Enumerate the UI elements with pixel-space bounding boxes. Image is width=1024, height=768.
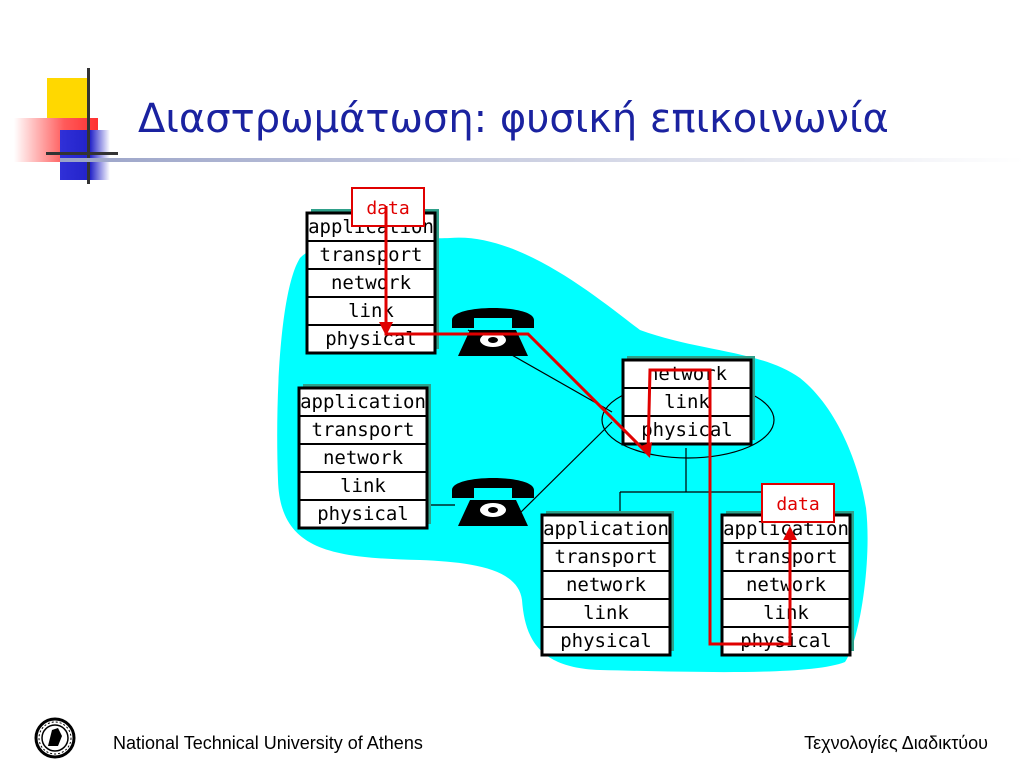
stack-source-host-layer-label: link bbox=[348, 300, 394, 322]
data-label-source-text: data bbox=[366, 198, 409, 219]
stack-left-host-layer-label: application bbox=[300, 391, 426, 413]
stack-source-host-layer-cell bbox=[306, 240, 436, 270]
stack-source-host-layer-label: physical bbox=[325, 328, 417, 350]
stack-router-layer-label: link bbox=[664, 391, 710, 413]
stack-dest-host-layer-label: network bbox=[746, 574, 827, 596]
data-label-source: data bbox=[351, 187, 425, 227]
telephone-icon-bottom bbox=[452, 478, 534, 526]
stack-left-host-outline bbox=[297, 386, 429, 530]
title-underline bbox=[60, 158, 1024, 162]
stack-router-layer-label: network bbox=[647, 363, 728, 385]
stack-router-outline bbox=[621, 358, 753, 446]
stack-dest-host-layer-label: application bbox=[723, 518, 849, 540]
ntua-seal-logo bbox=[34, 716, 76, 760]
stack-left-host-layer-cell bbox=[298, 443, 428, 473]
stack-bottom-host-layer-label: transport bbox=[555, 546, 658, 568]
footer-course-title: Τεχνολογίες Διαδικτύου bbox=[804, 733, 988, 753]
stack-bottom-host-layer-label: link bbox=[583, 602, 629, 624]
stack-left-host-layer-label: link bbox=[340, 475, 386, 497]
stack-source-host-layer-label: network bbox=[331, 272, 412, 294]
stack-left-host-layer-label: network bbox=[323, 447, 404, 469]
stack-bottom-host-layer-label: application bbox=[543, 518, 669, 540]
stack-bottom-host-layer-label: physical bbox=[560, 630, 652, 652]
logo-blue-square bbox=[60, 130, 110, 180]
stack-router-layer-label: physical bbox=[641, 419, 733, 441]
footer-institution: National Technical University of Athens bbox=[113, 733, 423, 753]
slide-title: Διαστρωμάτωση: φυσική επικοινωνία bbox=[138, 96, 889, 142]
stack-bottom-host-outline bbox=[540, 513, 672, 657]
stack-left-host-layer-label: transport bbox=[312, 419, 415, 441]
data-label-destination: data bbox=[761, 483, 835, 523]
stack-left-host-layer-label: physical bbox=[317, 503, 409, 525]
stack-left-host: application transport network link physical bbox=[297, 384, 431, 530]
stack-bottom-host-layer-label: network bbox=[566, 574, 647, 596]
stack-left-host-layer-cell bbox=[298, 415, 428, 445]
stack-source-host-layer-label: transport bbox=[320, 244, 423, 266]
stack-dest-host-layer-label: physical bbox=[740, 630, 832, 652]
stack-source-host-layer-cell bbox=[306, 324, 436, 354]
telephone-icon-top bbox=[452, 308, 534, 356]
logo-vertical-line bbox=[87, 68, 90, 184]
stack-bottom-host: application transport network link physical bbox=[540, 511, 674, 657]
stack-dest-host-layer-cell bbox=[721, 626, 851, 656]
data-label-destination-text: data bbox=[776, 494, 819, 515]
logo-horizontal-line bbox=[46, 152, 118, 155]
stack-dest-host-layer-label: transport bbox=[735, 546, 838, 568]
stack-dest-host-layer-label: link bbox=[763, 602, 809, 624]
stack-bottom-host-layer-cell bbox=[541, 542, 671, 572]
data-flow-path bbox=[379, 206, 797, 646]
